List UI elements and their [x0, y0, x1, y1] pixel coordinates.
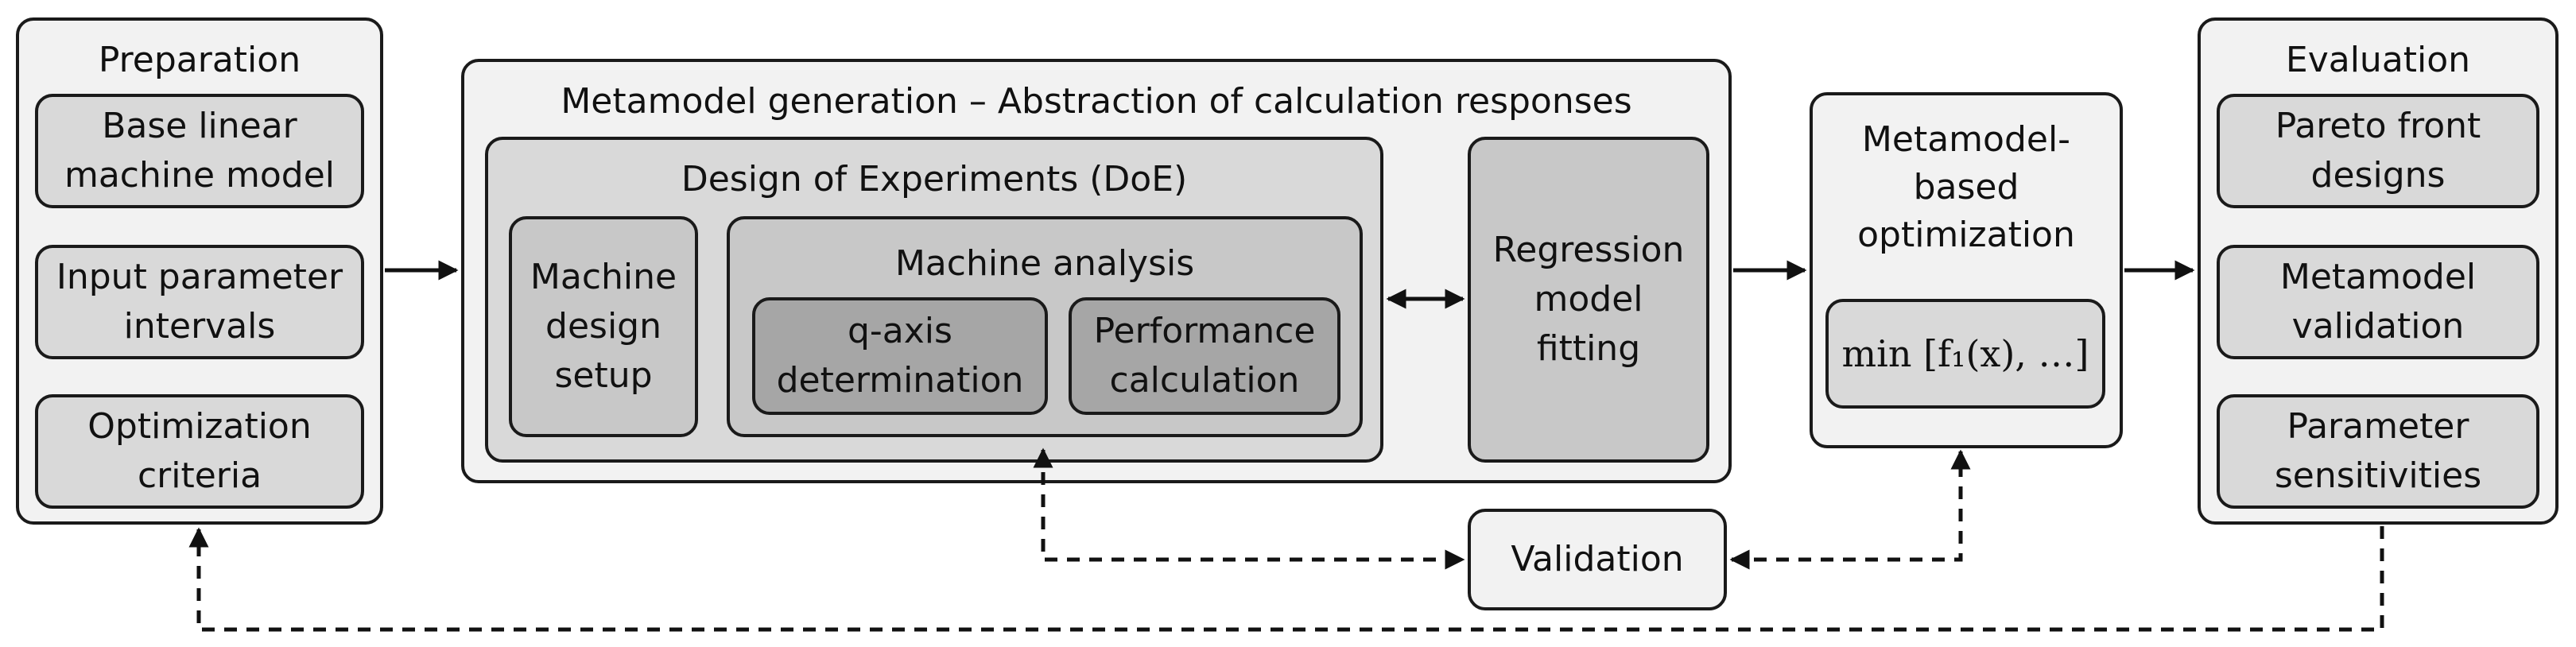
- pareto-box: Pareto front designs: [2217, 94, 2539, 208]
- q-axis-box: q-axis determination: [752, 297, 1048, 415]
- optimization-criteria-box: Optimization criteria: [35, 394, 364, 509]
- regression-label: Regression model fitting: [1492, 230, 1685, 369]
- dashed-analysis-validation: [1033, 447, 1465, 570]
- preparation-title: Preparation: [98, 40, 301, 80]
- metamodel-generation-title: Metamodel generation – Abstraction of ca…: [561, 81, 1632, 122]
- machine-analysis-title: Machine analysis: [894, 243, 1195, 284]
- parameter-sensitivities-label: Parameter sensitivities: [2274, 406, 2482, 496]
- metamodel-validation-box: Metamodel validation: [2217, 245, 2539, 359]
- machine-design-setup-box: Machine design setup: [509, 216, 698, 437]
- dashed-evaluation-feedback: [188, 526, 2384, 632]
- base-model-box: Base linear machine model: [35, 94, 364, 208]
- pareto-label: Pareto front designs: [2275, 106, 2481, 196]
- machine-design-setup-label: Machine design setup: [530, 257, 677, 396]
- regression-box: Regression model fitting: [1468, 137, 1709, 463]
- validation-label: Validation: [1511, 539, 1684, 579]
- input-intervals-box: Input parameter intervals: [35, 245, 364, 359]
- formula-label: min [f₁(x), …]: [1841, 332, 2089, 375]
- optimization-criteria-label: Optimization criteria: [87, 406, 312, 496]
- performance-calculation-box: Performance calculation: [1069, 297, 1340, 415]
- doe-title: Design of Experiments (DoE): [681, 159, 1188, 200]
- input-intervals-label: Input parameter intervals: [56, 257, 343, 347]
- optimization-title: Metamodel- based optimization: [1857, 119, 2075, 255]
- dashed-validation-optimization: [1729, 449, 1971, 570]
- validation-box: Validation: [1468, 509, 1727, 610]
- q-axis-label: q-axis determination: [776, 311, 1024, 401]
- evaluation-title: Evaluation: [2285, 40, 2471, 80]
- performance-calculation-label: Performance calculation: [1093, 311, 1316, 401]
- parameter-sensitivities-box: Parameter sensitivities: [2217, 394, 2539, 509]
- formula-box: min [f₁(x), …]: [1825, 299, 2105, 409]
- metamodel-validation-label: Metamodel validation: [2279, 257, 2477, 347]
- base-model-label: Base linear machine model: [64, 106, 336, 196]
